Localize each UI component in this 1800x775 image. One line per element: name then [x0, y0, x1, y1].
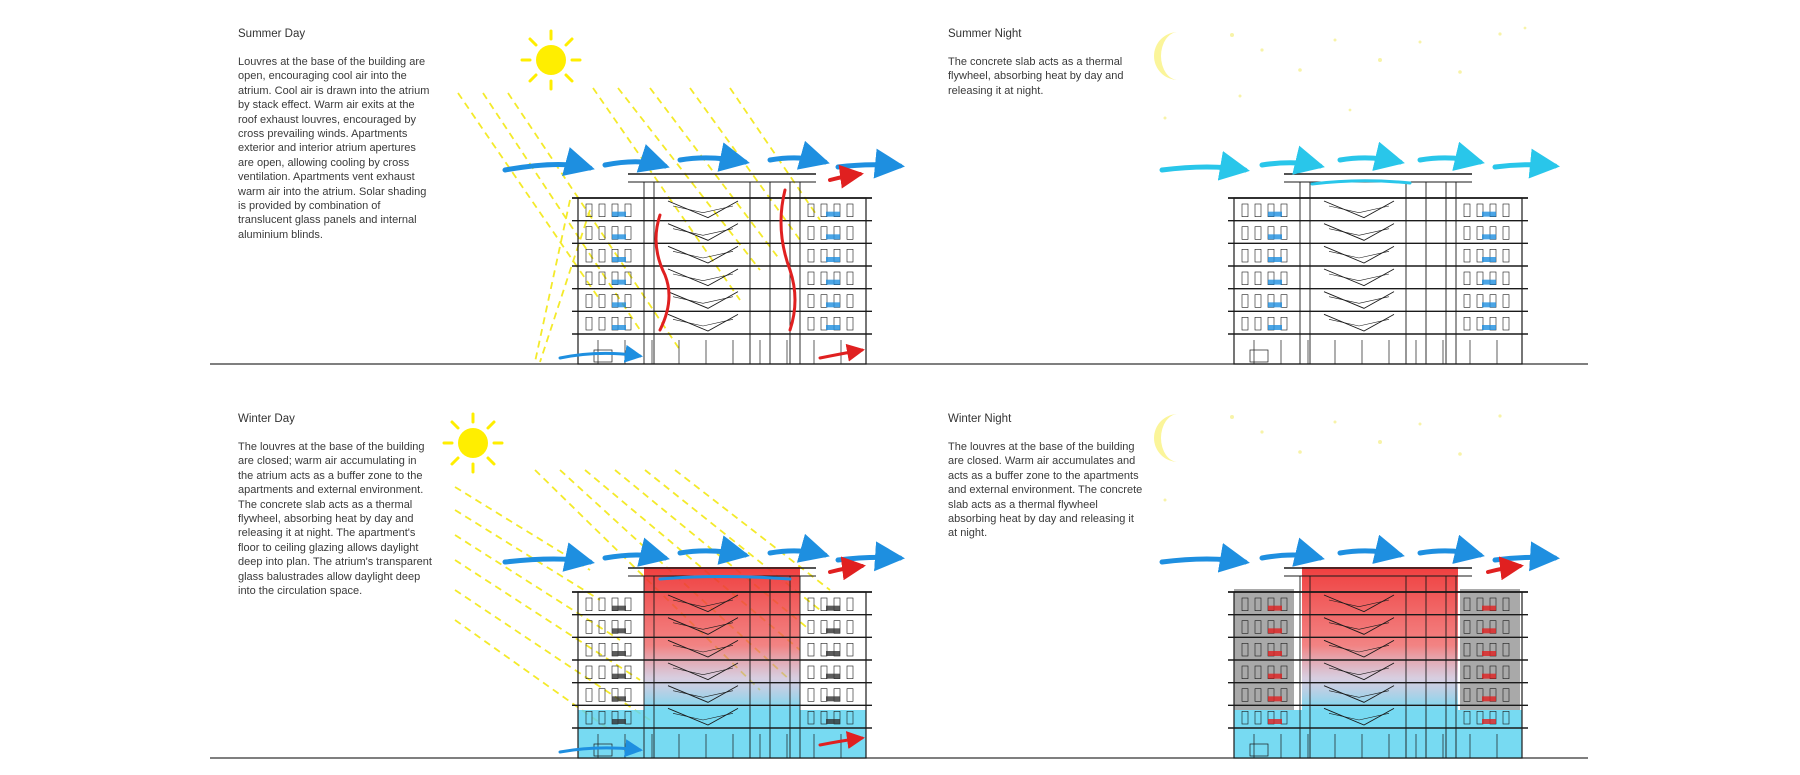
panel-description: The louvres at the base of the building … — [238, 441, 432, 598]
building-section — [572, 567, 872, 759]
wind-arrows — [502, 140, 905, 363]
winter-night-panel — [1154, 414, 1560, 759]
warm-air-zone — [578, 567, 866, 758]
building-section — [572, 173, 872, 365]
caption-summer-day: Summer Day Louvres at the base of the bu… — [238, 28, 433, 242]
summer-night-panel — [1154, 26, 1560, 365]
panel-title: Summer Night — [948, 28, 1022, 40]
wind-arrows — [1159, 534, 1560, 581]
panel-description: The concrete slab acts as a thermal flyw… — [948, 56, 1124, 97]
sun-rays — [457, 87, 821, 363]
moon-icon — [1154, 414, 1178, 462]
panel-title: Winter Day — [238, 413, 295, 425]
moon-icon — [1154, 32, 1178, 80]
stars — [1163, 414, 1502, 502]
stars — [1163, 26, 1527, 120]
summer-day-panel — [457, 29, 905, 365]
caption-winter-day: Winter Day The louvres at the base of th… — [238, 413, 433, 598]
wind-arrows — [502, 533, 905, 758]
panel-description: Louvres at the base of the building are … — [238, 56, 430, 241]
caption-winter-night: Winter Night The louvres at the base of … — [948, 413, 1143, 541]
sun-icon — [442, 412, 504, 474]
warm-air-zone — [1234, 567, 1522, 758]
winter-day-panel — [442, 412, 905, 759]
building-section — [1228, 173, 1528, 365]
sun-icon — [520, 29, 582, 91]
wind-arrows — [1159, 141, 1560, 186]
caption-summer-night: Summer Night The concrete slab acts as a… — [948, 28, 1143, 98]
panel-description: The louvres at the base of the building … — [948, 441, 1143, 540]
panel-title: Winter Night — [948, 413, 1012, 425]
building-section — [1228, 567, 1528, 759]
panel-title: Summer Day — [238, 28, 306, 40]
